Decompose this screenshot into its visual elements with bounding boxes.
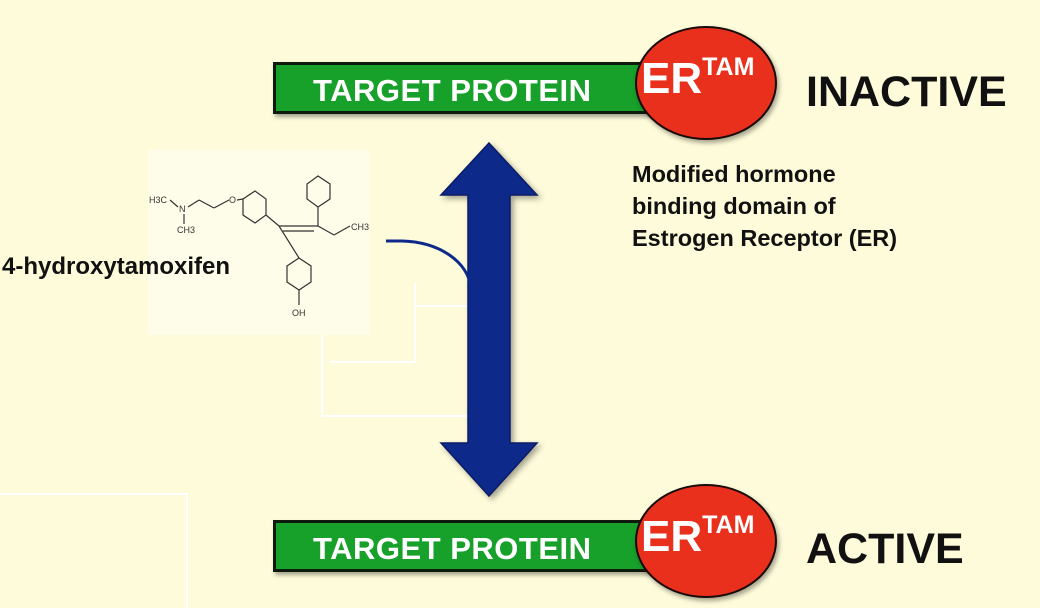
er-tam-label: ERTAM bbox=[641, 53, 755, 104]
background-guide-line bbox=[321, 415, 471, 417]
tam-superscript: TAM bbox=[702, 53, 755, 81]
atom-label-ch3: CH3 bbox=[177, 225, 195, 235]
molecule-background bbox=[148, 150, 370, 335]
drug-name-label: 4-hydroxytamoxifen bbox=[2, 253, 231, 280]
4-hydroxytamoxifen-structure bbox=[169, 175, 351, 305]
er-tam-domain: ERTAM bbox=[635, 484, 777, 598]
target-protein-label: TARGET PROTEIN bbox=[313, 531, 592, 566]
target-protein-bar: TARGET PROTEIN bbox=[273, 62, 673, 114]
state-label-inactive: INACTIVE bbox=[806, 68, 1007, 116]
background-guide-line bbox=[330, 361, 416, 363]
atom-label-o: O bbox=[229, 195, 236, 205]
er-label: ER bbox=[641, 54, 703, 103]
background-guide-line bbox=[0, 493, 188, 495]
molecule-atom-labels: H3C N CH3 O CH3 OH bbox=[149, 195, 369, 318]
atom-label-oh: OH bbox=[292, 308, 306, 318]
target-protein-label: TARGET PROTEIN bbox=[313, 73, 592, 108]
target-protein-fusion-active: TARGET PROTEIN ERTAM bbox=[273, 482, 793, 598]
background-guide-line bbox=[416, 305, 471, 307]
background-guide-line bbox=[186, 493, 188, 608]
er-tam-label: ERTAM bbox=[641, 511, 755, 562]
atom-label-h3c: H3C bbox=[149, 195, 168, 205]
target-protein-bar: TARGET PROTEIN bbox=[273, 520, 673, 572]
background-guide-line bbox=[321, 305, 323, 415]
target-protein-fusion-inactive: TARGET PROTEIN ERTAM bbox=[273, 24, 793, 140]
binding-connector-line bbox=[386, 239, 473, 289]
domain-description: Modified hormone binding domain of Estro… bbox=[632, 161, 898, 251]
double-headed-arrow bbox=[439, 141, 539, 498]
atom-label-n: N bbox=[179, 204, 186, 214]
er-tam-domain: ERTAM bbox=[635, 26, 777, 140]
background-guide-line bbox=[414, 283, 416, 361]
atom-label-ethyl-ch3: CH3 bbox=[351, 222, 369, 232]
tam-superscript: TAM bbox=[702, 511, 755, 539]
state-label-active: ACTIVE bbox=[806, 525, 964, 573]
er-label: ER bbox=[641, 512, 703, 561]
